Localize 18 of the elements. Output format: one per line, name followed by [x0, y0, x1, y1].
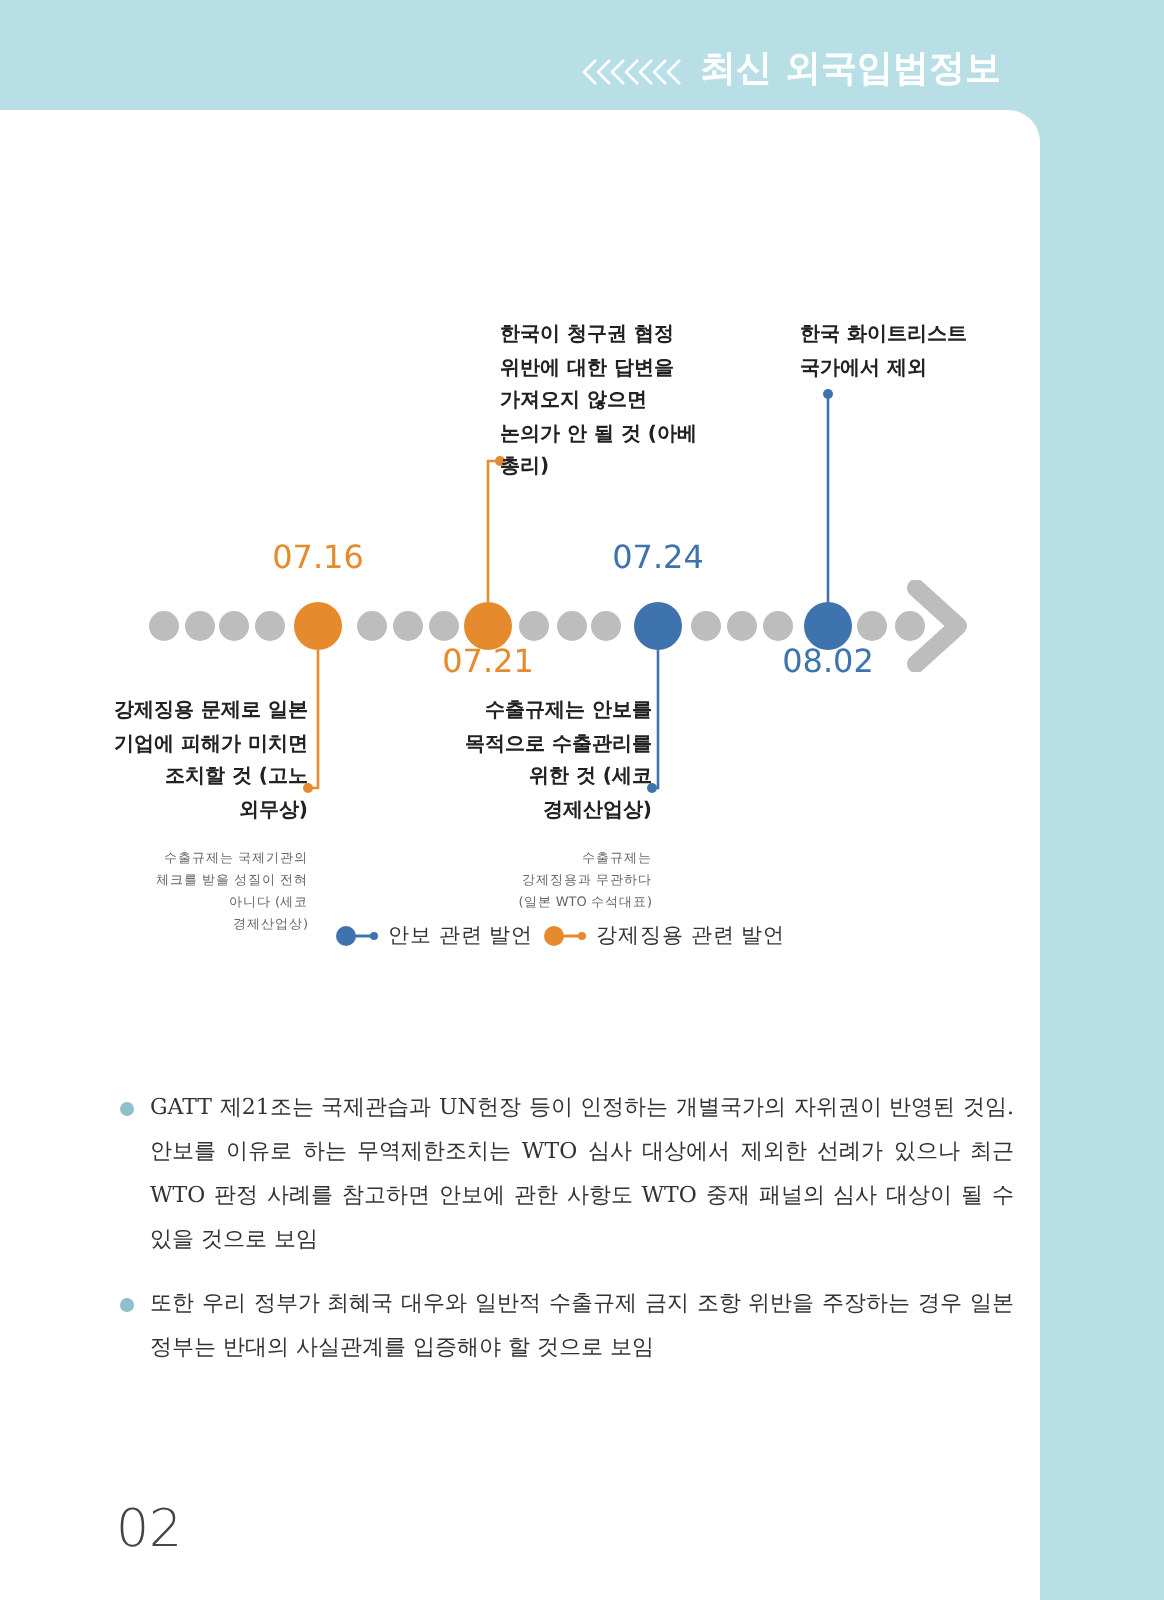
- leader-line: [647, 650, 660, 793]
- page-number: 02: [116, 1500, 183, 1560]
- legend-text: 강제징용 관련 발언: [596, 922, 786, 950]
- date-label: 08.02: [780, 642, 876, 680]
- date-label: 07.16: [270, 538, 366, 576]
- date-label: 07.21: [440, 642, 536, 680]
- leader-line: [823, 389, 833, 602]
- date-label: 07.24: [610, 538, 706, 576]
- callout-text: 강제징용 문제로 일본 기업에 피해가 미치면 조치할 것 (고노 외무상): [112, 698, 308, 825]
- leader-line: [486, 456, 505, 602]
- paragraph: 또한 우리 정부가 최혜국 대우와 일반적 수출규제 금지 조항 위반을 주장하는 경우 일본 정부는 반대의 사실관계를 입증해야 할 것으로 보임: [150, 1288, 1014, 1364]
- paragraph: GATT 제21조는 국제관습과 UN헌장 등이 인정하는 개별국가의 자위권이 반영된 것임. 안보를 이유로 하는 무역제한조치는 WTO 심사 대상에서 제외한 선례가 있으나 최근 WTO 판정 사례를 참고하면 안보에 관한 사항도 WTO 중재 패널의 심사 대상이 될 수 있을 것으로 보임: [150, 1092, 1014, 1256]
- callout-text: 수출규제는 안보를 목적으로 수출관리를 위한 것 (세코 경제산업상): [463, 698, 652, 825]
- callout-text: 한국 화이트리스트 국가에서 제외: [800, 322, 969, 383]
- callout-text: 한국이 청구권 협정 위반에 대한 답변을 가져오지 않으면 논의가 안 될 것 (아베 총리): [500, 322, 699, 482]
- leader-line: [303, 650, 320, 793]
- section-header: 최신 외국입법정보: [700, 46, 1001, 92]
- legend-text: 안보 관련 발언: [388, 922, 534, 950]
